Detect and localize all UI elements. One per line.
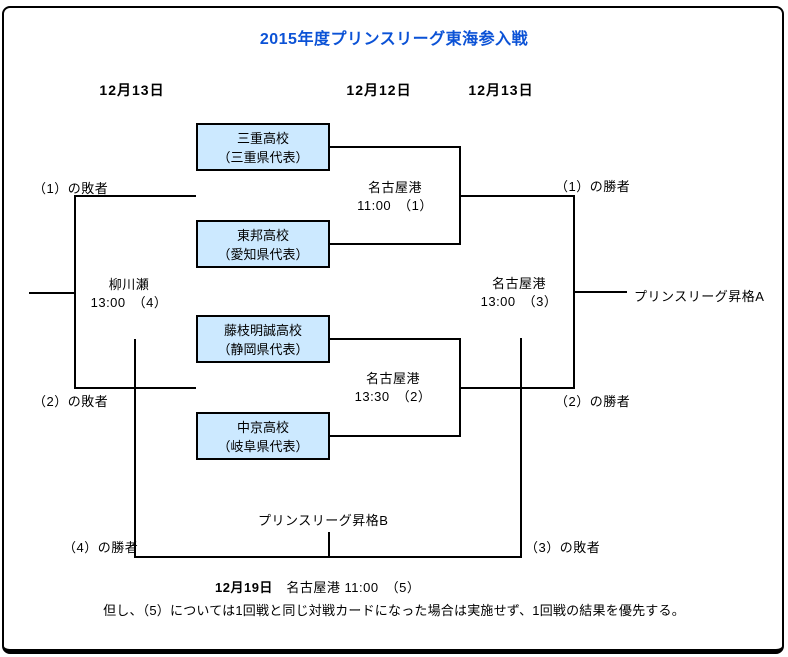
line-m5-right-drop — [520, 338, 522, 558]
team-prefecture: （静岡県代表） — [217, 342, 309, 357]
label-winner-of-4: （4）の勝者 — [63, 540, 139, 555]
match3-time: 13:00 （3） — [480, 294, 558, 309]
line-m3-winner-out — [573, 291, 627, 293]
match4-label: 柳川瀬 13:00 （4） — [44, 276, 214, 312]
team-prefecture: （岐阜県代表） — [217, 439, 309, 454]
label-promotion-a: プリンスリーグ昇格A — [634, 289, 765, 304]
match1-label: 名古屋港 11:00 （1） — [310, 179, 480, 215]
team-box-mie: 三重高校 （三重県代表） — [196, 123, 330, 171]
line-m2-winner-out — [459, 387, 575, 389]
line-m4-winner-out — [29, 292, 76, 294]
match1-time: 11:00 （1） — [357, 198, 433, 213]
line-m1-lower-input — [330, 243, 461, 245]
match3-label: 名古屋港 13:00 （3） — [434, 275, 604, 311]
date-header-right: 12月13日 — [468, 82, 534, 98]
line-m1-upper-input — [330, 146, 461, 148]
team-prefecture: （愛知県代表） — [217, 247, 309, 262]
team-prefecture: （三重県代表） — [217, 150, 309, 165]
date-header-center: 12月12日 — [346, 82, 412, 98]
match1-venue: 名古屋港 — [367, 180, 422, 195]
team-box-chukyo: 中京高校 （岐阜県代表） — [196, 412, 330, 460]
team-box-fujieda-meisei: 藤枝明誠高校 （静岡県代表） — [196, 315, 330, 363]
label-loser-of-3: （3）の敗者 — [525, 540, 601, 555]
match2-label: 名古屋港 13:30 （2） — [308, 370, 478, 406]
match2-time: 13:30 （2） — [354, 389, 432, 404]
date-header-left: 12月13日 — [99, 82, 165, 98]
match5-date: 12月19日 — [215, 580, 273, 595]
team-name: 藤枝明誠高校 — [223, 323, 302, 338]
match5-info-line: 12月19日 名古屋港 11:00 （5） — [215, 577, 420, 596]
match2-venue: 名古屋港 — [365, 371, 420, 386]
match3-venue: 名古屋港 — [491, 276, 546, 291]
note-line: 但し、（5）については1回戦と同じ対戦カードになった場合は実施せず、1回戦の結果… — [103, 603, 685, 618]
line-m5-left-drop — [134, 339, 136, 558]
team-name: 中京高校 — [236, 420, 289, 435]
match4-time: 13:00 （4） — [90, 295, 168, 310]
line-m5-promotion-stub — [328, 532, 330, 558]
label-promotion-b: プリンスリーグ昇格B — [258, 513, 389, 528]
match4-venue: 柳川瀬 — [108, 277, 150, 292]
label-winner-of-1: （1）の勝者 — [555, 179, 631, 194]
match5-venue-time: 名古屋港 11:00 （5） — [272, 580, 421, 595]
line-m4-upper-input — [75, 195, 196, 197]
page-title: 2015年度プリンスリーグ東海参入戦 — [259, 31, 529, 48]
team-box-toho: 東邦高校 （愛知県代表） — [196, 220, 330, 268]
team-name: 東邦高校 — [236, 228, 289, 243]
line-m2-lower-input — [330, 435, 461, 437]
team-name: 三重高校 — [236, 131, 289, 146]
line-m1-winner-out — [459, 195, 575, 197]
outer-border — [2, 6, 784, 654]
line-m2-upper-input — [330, 338, 461, 340]
label-loser-of-2: （2）の敗者 — [33, 394, 109, 409]
label-winner-of-2: （2）の勝者 — [555, 394, 631, 409]
label-loser-of-1: （1）の敗者 — [33, 181, 109, 196]
